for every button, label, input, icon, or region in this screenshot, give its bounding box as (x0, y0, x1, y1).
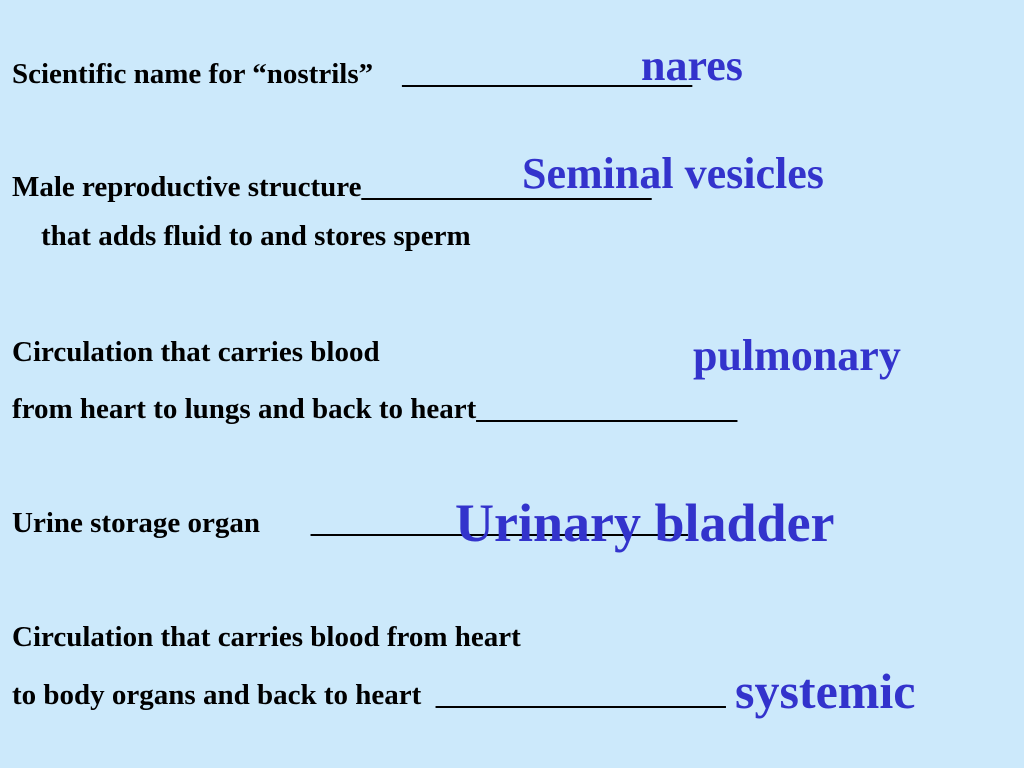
question-3-line-1: Circulation that carries blood (12, 336, 380, 368)
question-2-line-1: Male reproductive structure_____________… (12, 171, 652, 203)
question-5-line-2: to body organs and back to heart _______… (12, 679, 726, 711)
answer-4-urinary-bladder: Urinary bladder (455, 493, 835, 553)
question-4-text: Urine storage organ ____________________… (12, 507, 688, 539)
question-3-line-2: from heart to lungs and back to heart___… (12, 393, 738, 425)
answer-3-pulmonary: pulmonary (693, 331, 901, 380)
question-2-line-2: that adds fluid to and stores sperm (12, 220, 471, 252)
answer-5-systemic: systemic (735, 663, 916, 719)
answer-2-seminal-vesicles: Seminal vesicles (522, 149, 824, 198)
question-1-text: Scientific name for “nostrils” _________… (12, 58, 693, 90)
answer-1-nares: nares (641, 41, 743, 90)
question-5-line-1: Circulation that carries blood from hear… (12, 621, 521, 653)
